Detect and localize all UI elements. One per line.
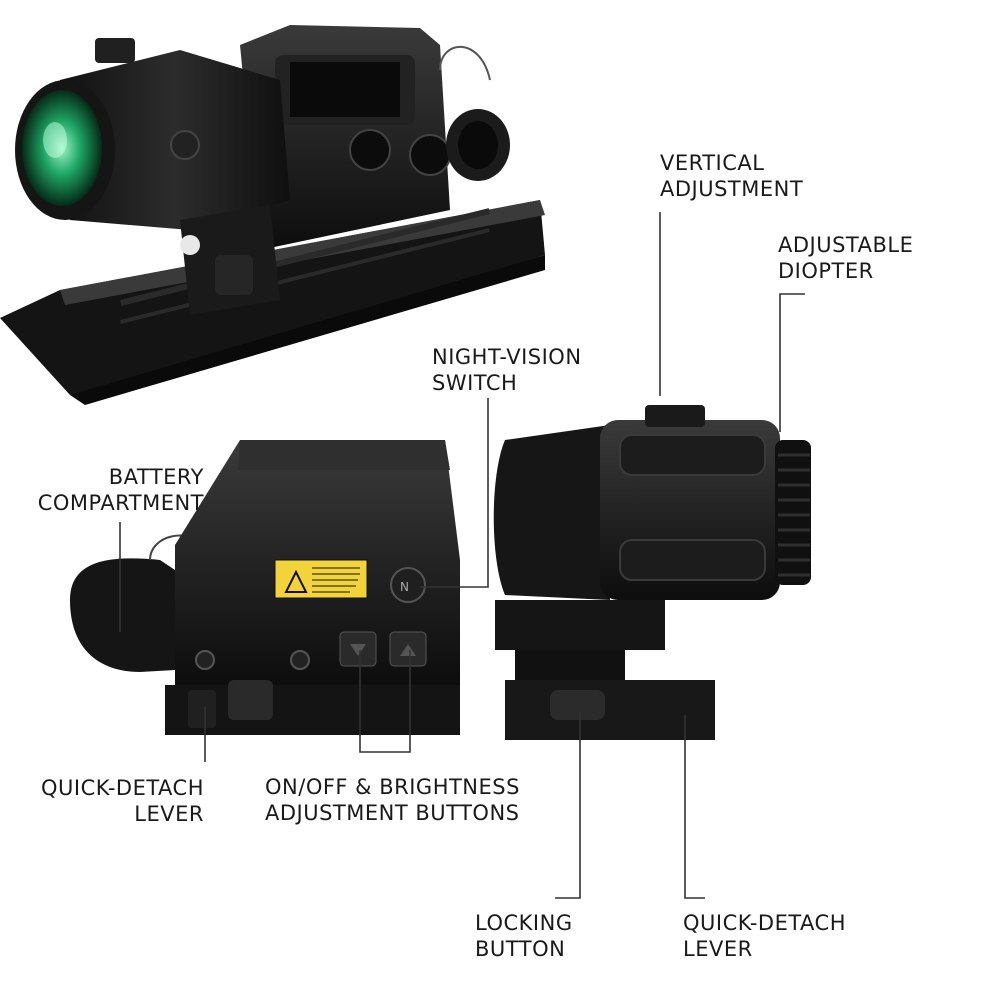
label-locking-button: LOCKING BUTTON bbox=[475, 911, 573, 961]
leader-adjustable-diopter bbox=[779, 293, 805, 432]
magnifier-side-view bbox=[493, 405, 811, 740]
label-vertical-adjustment: VERTICAL ADJUSTMENT bbox=[660, 151, 804, 201]
holographic-sight-side-view: N bbox=[70, 440, 460, 735]
leader-quick-detach-lever-right bbox=[684, 715, 705, 899]
label-quick-detach-lever-left: QUICK-DETACH LEVER bbox=[41, 776, 204, 826]
leader-night-vision-switch bbox=[420, 398, 489, 588]
combo-scope-assembly bbox=[0, 25, 545, 405]
leader-locking-button bbox=[555, 712, 581, 899]
label-adjustable-diopter: ADJUSTABLE DIOPTER bbox=[778, 233, 914, 283]
leader-on-off-buttons bbox=[359, 650, 411, 753]
label-on-off-brightness-buttons: ON/OFF & BRIGHTNESS ADJUSTMENT BUTTONS bbox=[265, 775, 520, 825]
label-quick-detach-lever-right: QUICK-DETACH LEVER bbox=[683, 911, 846, 961]
label-battery-compartment: BATTERY COMPARTMENT bbox=[37, 465, 204, 515]
label-night-vision-switch: NIGHT-VISION SWITCH bbox=[432, 345, 582, 395]
callout-lines bbox=[119, 212, 805, 899]
svg-text:N: N bbox=[400, 580, 409, 594]
